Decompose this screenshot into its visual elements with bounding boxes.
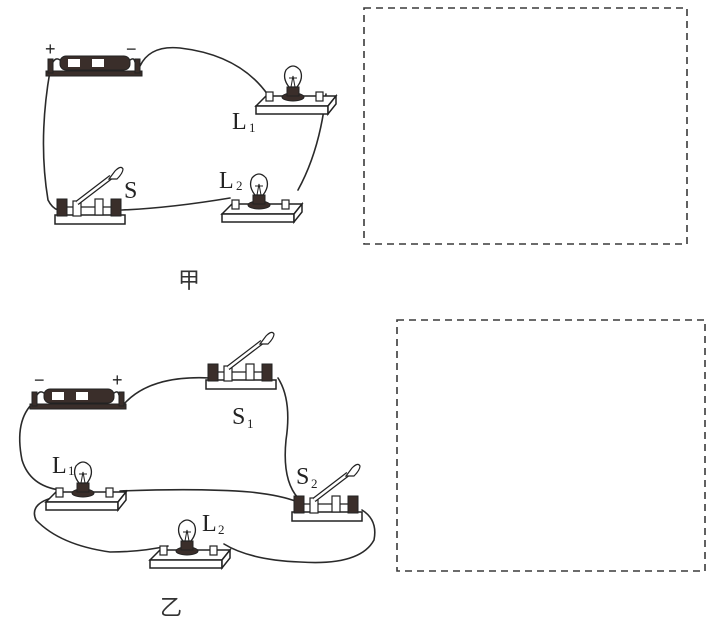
- answer-box-jia[interactable]: [363, 7, 688, 245]
- answer-box-yi[interactable]: [396, 319, 706, 572]
- lamp-l2-jia: [221, 173, 303, 223]
- battery-minus-label: −: [126, 39, 137, 59]
- svg-text:L: L: [202, 511, 217, 537]
- switch-s1-yi: [206, 332, 276, 389]
- switch-s-jia: [55, 167, 125, 224]
- battery-jia: [45, 55, 143, 77]
- battery-plus-label: +: [112, 370, 123, 390]
- wire-lamp2-to-switch2: [223, 509, 376, 564]
- svg-text:L: L: [219, 168, 234, 194]
- label-l2-yi: L 2: [202, 511, 225, 537]
- battery-plus-label: +: [45, 39, 56, 59]
- label-s1-yi: S 1: [232, 404, 254, 431]
- lamp-l1-jia: [255, 65, 337, 115]
- svg-text:1: 1: [249, 120, 256, 135]
- svg-text:1: 1: [247, 416, 254, 431]
- wire-switch-to-lamp2: [121, 197, 231, 211]
- battery-minus-label: −: [34, 370, 45, 390]
- circuit-yi: − + S 1 S 2 L 1 L 2 乙: [18, 332, 376, 621]
- svg-text:L: L: [232, 109, 247, 135]
- label-l1-yi: L 1: [52, 453, 75, 479]
- svg-text:2: 2: [218, 522, 225, 537]
- svg-text:2: 2: [311, 476, 318, 491]
- caption-jia: 甲: [178, 269, 200, 294]
- circuit-jia: + − L 1 L 2 S 甲: [42, 39, 337, 294]
- label-l2-jia: L 2: [219, 168, 243, 194]
- svg-text:S: S: [232, 404, 245, 430]
- wire-lamp1-to-switch2: [119, 488, 299, 503]
- wire-switch1-to-switch2: [277, 377, 299, 499]
- caption-yi: 乙: [160, 596, 182, 621]
- label-s-jia: S: [124, 178, 137, 204]
- label-s2-yi: S 2: [296, 464, 318, 491]
- svg-text:2: 2: [236, 178, 243, 193]
- label-l1-jia: L 1: [232, 109, 256, 135]
- svg-text:1: 1: [68, 463, 75, 478]
- battery-yi: [29, 388, 127, 410]
- svg-text:L: L: [52, 453, 67, 479]
- wire-lamp1-to-lamp2: [33, 495, 169, 553]
- wire-battery-minus-to-lamp1: [18, 401, 61, 491]
- wire-battery-plus-to-switch: [42, 70, 59, 211]
- wire-battery-plus-to-switch1: [123, 376, 211, 405]
- wire-battery-minus-to-lamp1: [139, 46, 269, 96]
- svg-text:S: S: [296, 464, 309, 490]
